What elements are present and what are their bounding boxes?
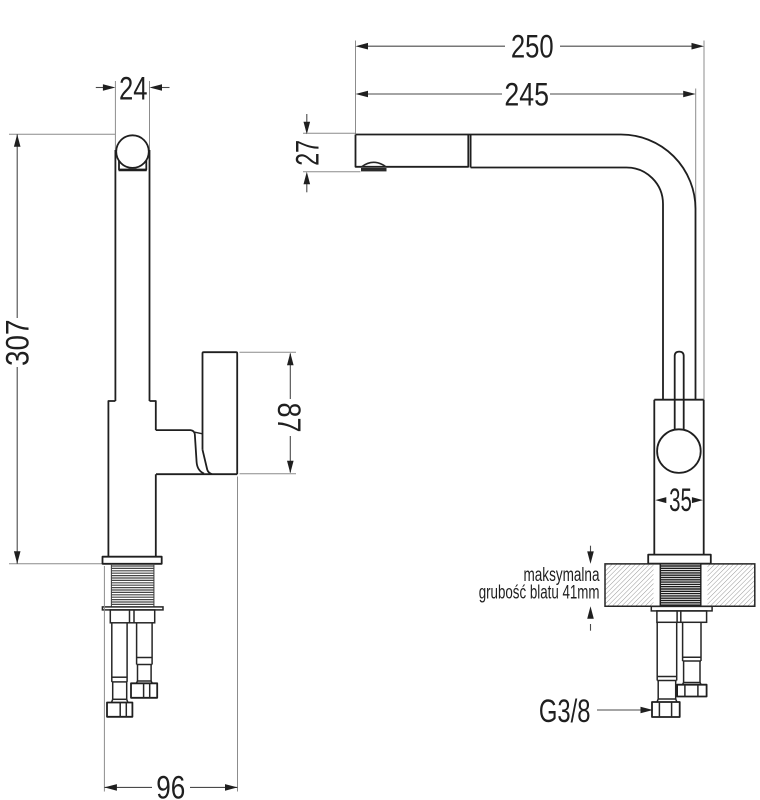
- svg-text:27: 27: [289, 140, 325, 166]
- svg-text:35: 35: [669, 482, 692, 518]
- svg-text:245: 245: [504, 76, 549, 112]
- svg-text:G3/8: G3/8: [539, 693, 591, 729]
- svg-text:96: 96: [156, 770, 185, 800]
- svg-text:307: 307: [0, 319, 36, 366]
- svg-text:maksymalna: maksymalna: [524, 565, 600, 586]
- svg-text:grubość blatu 41mm: grubość blatu 41mm: [479, 583, 600, 604]
- svg-text:87: 87: [271, 403, 307, 433]
- svg-text:250: 250: [511, 29, 554, 65]
- svg-text:24: 24: [119, 70, 148, 106]
